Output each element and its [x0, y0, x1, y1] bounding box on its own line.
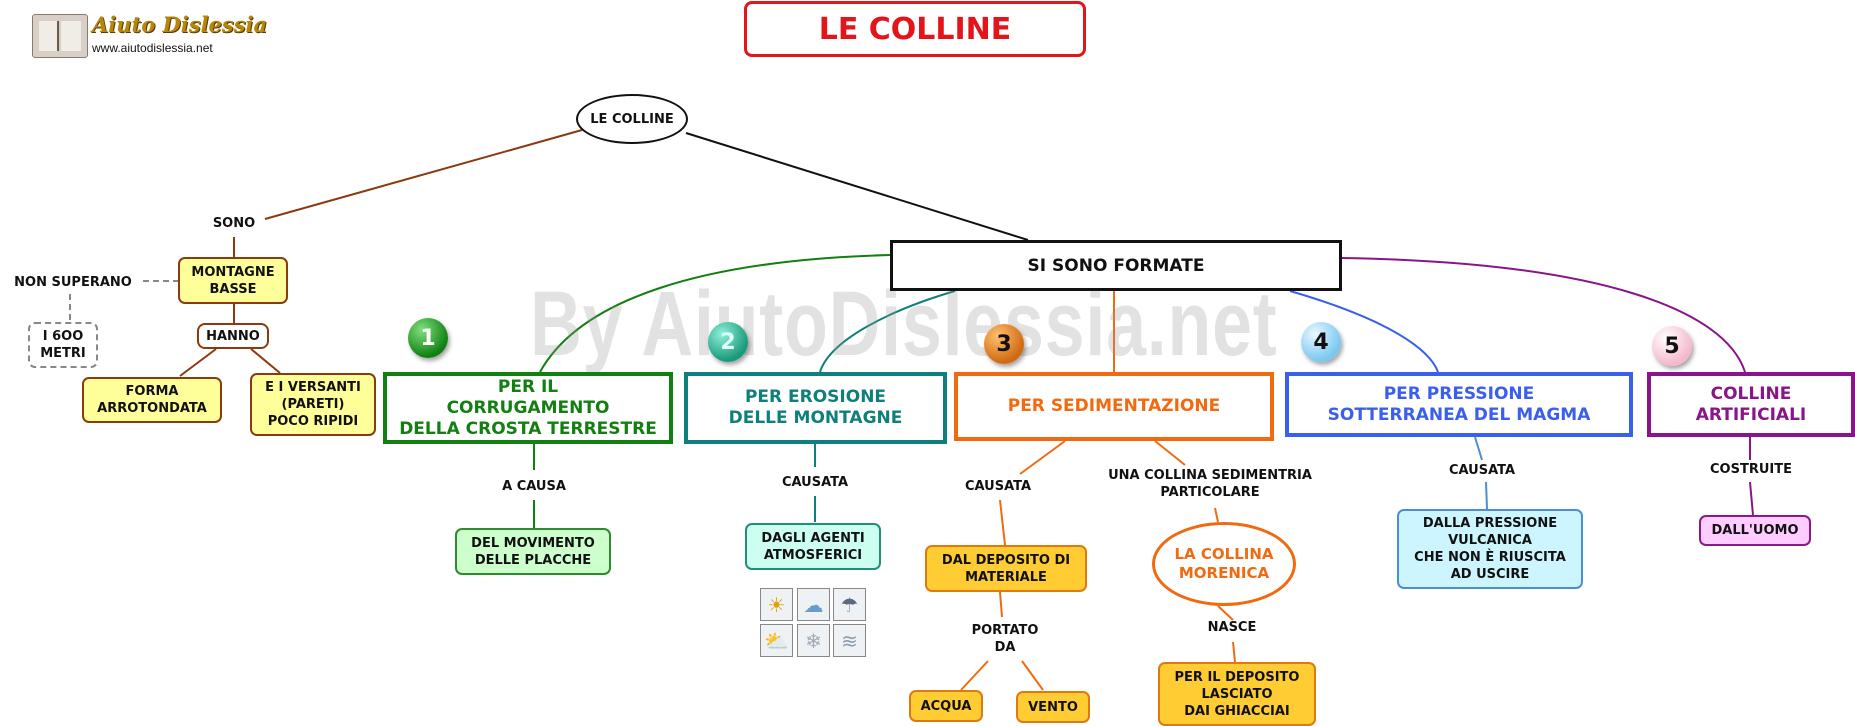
- logo-name: Aiuto Dislessia: [92, 12, 268, 37]
- nasce-label: NASCE: [1207, 620, 1257, 635]
- costruite-label: COSTRUITE: [1710, 462, 1792, 477]
- badge-3: 3: [984, 324, 1024, 364]
- portato-da-label: PORTATO DA: [971, 623, 1039, 655]
- a-causa-label: A CAUSA: [502, 479, 566, 494]
- movimento-placche-node: DEL MOVIMENTO DELLE PLACCHE: [455, 528, 611, 575]
- category-corrugamento: PER IL CORRUGAMENTO DELLA CROSTA TERREST…: [383, 372, 673, 444]
- dall-uomo-node: DALL'UOMO: [1699, 515, 1811, 546]
- logo: Aiuto Dislessia www.aiutodislessia.net: [32, 12, 267, 62]
- montagne-basse-node: MONTAGNE BASSE: [178, 257, 288, 304]
- causata-label-4: CAUSATA: [1448, 463, 1516, 478]
- category-artificiali: COLLINE ARTIFICIALI: [1647, 372, 1855, 437]
- acqua-node: ACQUA: [909, 690, 983, 722]
- root-node: LE COLLINE: [576, 94, 688, 144]
- agenti-atmosferici-node: DAGLI AGENTI ATMOSFERICI: [745, 523, 881, 570]
- storm-icon: ☂: [833, 588, 866, 621]
- category-pressione: PER PRESSIONE SOTTERRANEA DEL MAGMA: [1285, 372, 1633, 437]
- logo-url[interactable]: www.aiutodislessia.net: [92, 41, 213, 55]
- causata-label-3: CAUSATA: [964, 479, 1032, 494]
- seicento-metri-node: I 6OO METRI: [28, 322, 98, 368]
- cloud-icon: ☁: [797, 588, 830, 621]
- formate-node: SI SONO FORMATE: [890, 240, 1342, 291]
- forma-arrotondata-node: FORMA ARROTONDATA: [82, 377, 222, 423]
- badge-1: 1: [408, 318, 448, 358]
- sun-cloud-icon: ⛅: [760, 624, 793, 657]
- sono-label: SONO: [212, 216, 256, 231]
- deposito-ghiacciai-node: PER IL DEPOSITO LASCIATO DAI GHIACCIAI: [1158, 662, 1316, 726]
- deposito-materiale-node: DAL DEPOSITO DI MATERIALE: [925, 545, 1087, 592]
- collina-morenica-node: LA COLLINA MORENICA: [1152, 522, 1296, 606]
- sun-icon: ☀: [760, 588, 793, 621]
- page-title: LE COLLINE: [744, 1, 1086, 57]
- category-sedimentazione: PER SEDIMENTAZIONE: [954, 372, 1274, 441]
- non-superano-label: NON SUPERANO: [14, 275, 132, 290]
- hanno-node: HANNO: [197, 323, 269, 349]
- badge-2: 2: [708, 322, 748, 362]
- badge-4: 4: [1301, 322, 1341, 362]
- category-erosione: PER EROSIONE DELLE MONTAGNE: [684, 372, 947, 444]
- badge-5: 5: [1652, 326, 1692, 366]
- snow-icon: ❄: [797, 624, 830, 657]
- vento-node: VENTO: [1016, 691, 1090, 723]
- versanti-node: E I VERSANTI (PARETI) POCO RIPIDI: [250, 373, 376, 436]
- book-icon: [32, 14, 88, 58]
- pressione-vulcanica-node: DALLA PRESSIONE VULCANICA CHE NON È RIUS…: [1397, 509, 1583, 589]
- causata-label-2: CAUSATA: [781, 475, 849, 490]
- particolare-label: UNA COLLINA SEDIMENTRIA PARTICOLARE: [1108, 468, 1312, 500]
- fog-icon: ≋: [833, 624, 866, 657]
